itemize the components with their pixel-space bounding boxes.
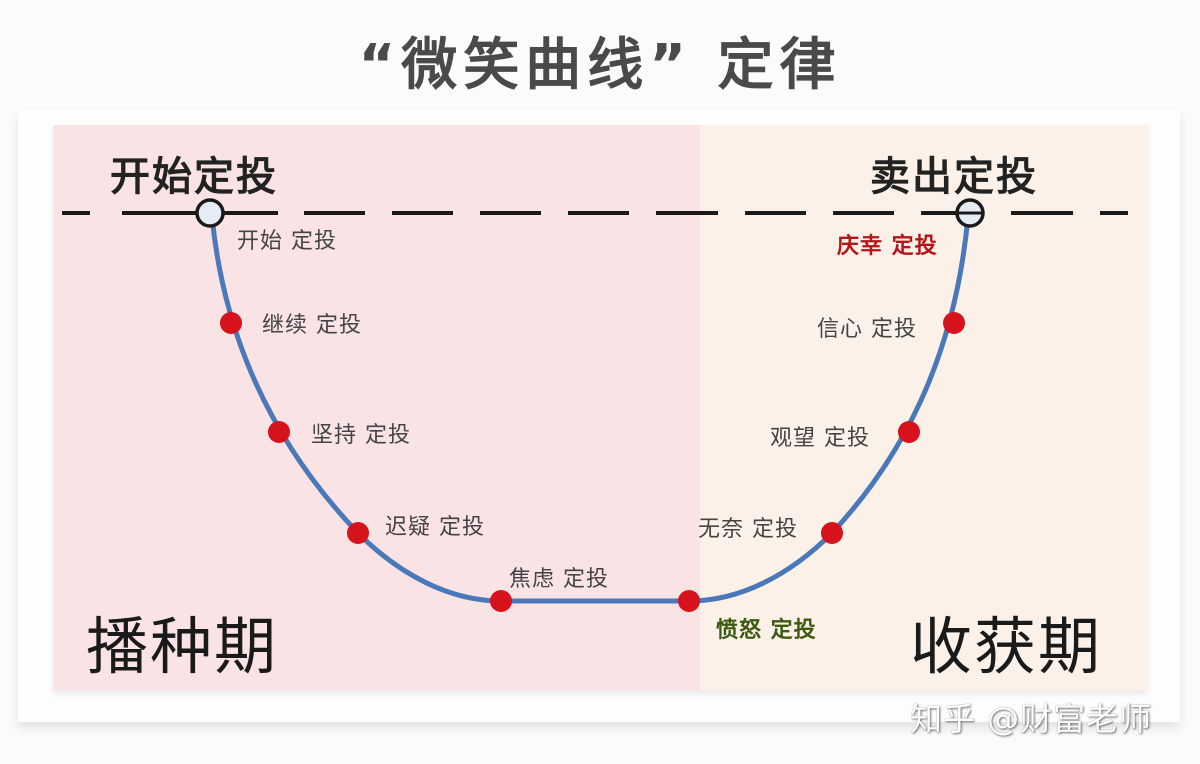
smile-curve-line	[209, 215, 971, 604]
dot-helpless-icon	[821, 522, 843, 544]
dot-continue-icon	[220, 312, 242, 334]
diagram-panel	[53, 125, 1148, 690]
dot-hesitate-icon	[347, 522, 369, 544]
start-investing-heading: 开始定投	[110, 154, 278, 200]
watermark: 知乎 @财富老师	[910, 700, 1153, 738]
harvest-period-background	[700, 125, 1148, 690]
stage-label-hesitate: 迟疑 定投	[385, 515, 485, 540]
start-point-icon	[195, 198, 225, 228]
diagram-title: “微笑曲线” 定律	[358, 33, 842, 98]
stage-label-continue: 继续 定投	[262, 313, 362, 338]
sowing-period-background	[53, 125, 700, 690]
stage-label-start: 开始 定投	[237, 229, 337, 254]
dot-confidence-icon	[943, 312, 965, 334]
stage-label-helpless: 无奈 定投	[698, 517, 798, 542]
stage-label-wait: 观望 定投	[770, 426, 870, 451]
dot-wait-icon	[898, 421, 920, 443]
dot-angry-icon	[678, 590, 700, 612]
stage-label-persist: 坚持 定投	[311, 423, 411, 448]
sowing-period-label: 播种期	[86, 610, 279, 683]
stage-label-lucky: 庆幸 定投	[837, 234, 938, 259]
dot-anxious-icon	[490, 590, 512, 612]
stage-label-anxious: 焦虑 定投	[509, 567, 609, 592]
dot-persist-icon	[268, 421, 290, 443]
harvest-period-label: 收获期	[910, 610, 1103, 683]
sell-investing-heading: 卖出定投	[870, 154, 1038, 200]
stage-label-confidence: 信心 定投	[817, 317, 917, 342]
stage-label-angry: 愤怒 定投	[716, 618, 817, 643]
stage-dots	[220, 312, 965, 612]
